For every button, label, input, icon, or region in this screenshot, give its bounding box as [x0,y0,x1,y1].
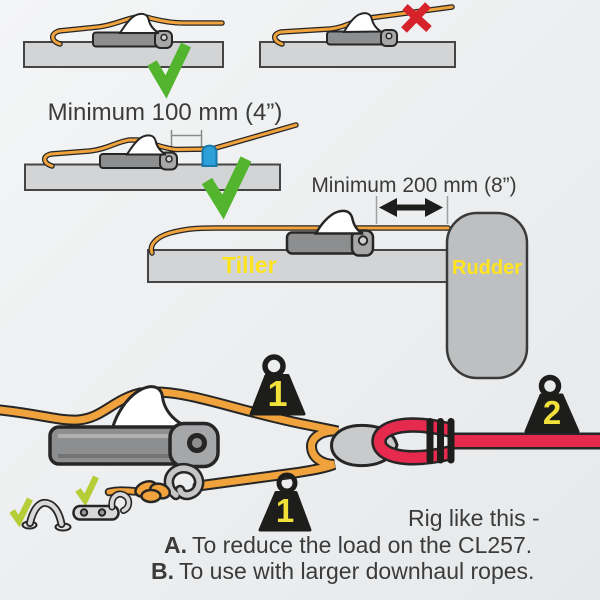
caption-line-a-text: To reduce the load on the CL257. [192,532,533,558]
cleat-eye [385,32,393,40]
rudder-head [445,211,529,380]
cross-icon [401,2,432,33]
diagram-correct-lead-angle [23,12,225,99]
clip-fairlead-icon [109,492,131,513]
saddle-fairlead-icon [27,500,64,527]
tiller-bar [147,249,450,283]
red-eye-splice [373,419,452,463]
diagram-tiller-rudder [147,196,529,380]
cleat-eye [165,155,173,163]
fairlead-gate [118,12,159,34]
hook-icon [166,465,202,498]
cleat-eye [160,33,168,42]
cleat-eye [187,433,207,453]
weight-ring [276,472,298,494]
rudder-label: Rudder [452,257,522,279]
double-arrow-icon [379,198,443,217]
weight-icon-top [249,354,306,416]
clip-rivet [97,508,107,517]
fairlead-gate [125,134,166,156]
min-100-label: Minimum 100 mm (4”) [47,99,283,126]
fairlead-gate [313,209,364,235]
caption-line-a-prefix: A. [164,532,187,558]
fairlead-gate [342,12,381,34]
weight-number-bottom: 1 [275,492,295,529]
weight-body [258,491,312,532]
diagram-wrong-lead-angle [259,2,456,68]
diagram-min-100mm [24,122,299,220]
weight-body [249,374,306,416]
diagram-rig-example [0,354,600,532]
arrowhead-left [379,198,397,217]
weight-ring [538,374,562,398]
caption-intro: Rig like this - [408,505,540,531]
caption-line-b-text: To use with larger downhaul ropes. [179,558,535,584]
tiller-label: Tiller [222,252,277,278]
caption-line-a: A.To reduce the load on the CL257. [164,532,532,559]
weight-number-top: 1 [267,373,288,414]
min-200-label: Minimum 200 mm (8”) [311,174,517,197]
approved-fittings [9,475,133,532]
cleat-body [326,30,388,46]
arrowhead-right [425,198,443,217]
rope [51,15,224,46]
rope [43,123,298,168]
caption-line-b-prefix: B. [151,558,174,584]
blue-eyelet-guide [201,144,218,167]
weight-body [524,393,580,433]
cleat-body [285,231,361,255]
mounting-surface [259,41,456,68]
stopper-knot [140,488,162,504]
caption-line-b: B.To use with larger downhaul ropes. [151,558,534,585]
weight-icon-right [524,374,580,433]
weight-number-right: 2 [542,394,562,431]
clip-rivet [79,508,89,517]
cleat-body [92,31,160,48]
cross-stroke [401,2,431,33]
checkmark-icon [75,475,99,507]
downhaul-rope [0,388,339,490]
weight-icon-bottom [258,472,312,532]
checkmark-icon [201,156,252,220]
cleat-body [99,153,167,169]
rope [149,226,450,255]
checkmark-icon [147,42,191,99]
cleat-eye [357,235,369,246]
hook-and-knot [104,463,205,504]
whipping-bands [426,418,455,464]
checkmark-icon [9,497,33,528]
